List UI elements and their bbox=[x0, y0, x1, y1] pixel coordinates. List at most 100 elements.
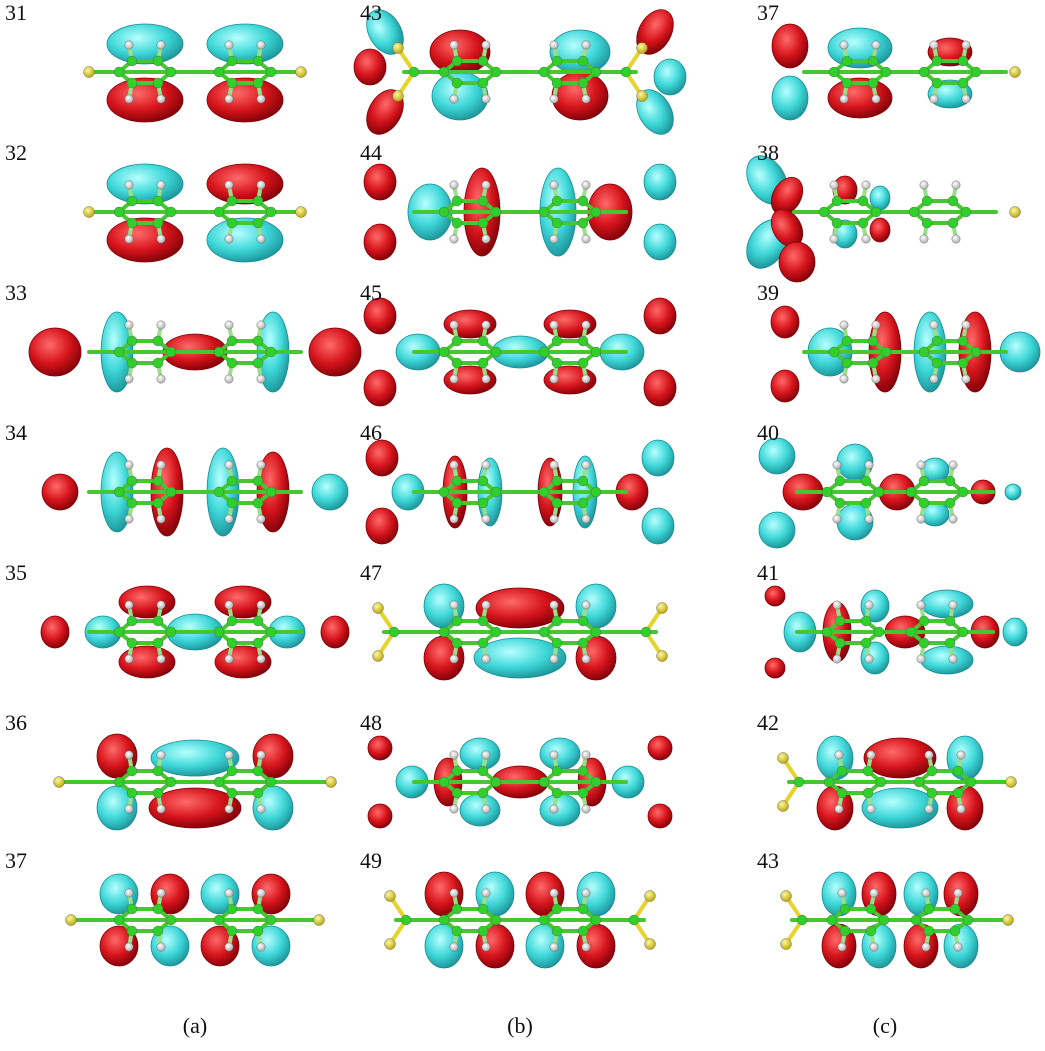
carbon-atom bbox=[408, 66, 420, 78]
carbon-atom bbox=[918, 497, 930, 509]
carbon-atom bbox=[875, 776, 887, 788]
carbon-atom bbox=[152, 357, 164, 369]
carbon-atom bbox=[126, 925, 138, 937]
hydrogen-atom bbox=[581, 514, 591, 524]
sulfur-atom bbox=[644, 938, 656, 950]
hydrogen-atom bbox=[916, 600, 926, 610]
hydrogen-atom bbox=[256, 234, 266, 244]
orbital-c-41: 41 bbox=[757, 560, 1028, 679]
carbon-atom bbox=[828, 66, 840, 78]
hydrogen-atom bbox=[581, 374, 591, 384]
carbon-atom bbox=[841, 335, 853, 347]
carbon-atom bbox=[226, 217, 238, 229]
orbital-lobe-negative bbox=[764, 657, 786, 679]
carbon-atom bbox=[538, 486, 550, 498]
hydrogen-atom bbox=[916, 654, 926, 664]
carbon-atom bbox=[226, 357, 238, 369]
carbon-atom bbox=[252, 55, 264, 67]
carbon-atom bbox=[126, 77, 138, 89]
hydrogen-atom bbox=[224, 320, 234, 330]
carbon-atom bbox=[590, 626, 602, 638]
orbital-lobe-negative bbox=[643, 297, 677, 335]
carbon-atom bbox=[252, 765, 264, 777]
carbon-atom bbox=[451, 787, 463, 799]
carbon-atom bbox=[620, 66, 632, 78]
carbon-atom bbox=[870, 206, 882, 218]
hydrogen-atom bbox=[224, 654, 234, 664]
sulfur-atom bbox=[636, 90, 648, 102]
hydrogen-atom bbox=[581, 94, 591, 104]
carbon-atom bbox=[577, 217, 589, 229]
sulfur-atom bbox=[656, 602, 668, 614]
orbital-label: 39 bbox=[757, 280, 779, 305]
orbital-lobe-positive bbox=[150, 739, 240, 777]
hydrogen-atom bbox=[951, 180, 961, 190]
hydrogen-atom bbox=[156, 888, 166, 898]
orbital-label: 49 bbox=[360, 848, 382, 873]
orbital-lobe-negative bbox=[99, 925, 139, 967]
carbon-atom bbox=[213, 486, 225, 498]
carbon-atom bbox=[577, 765, 589, 777]
carbon-atom bbox=[926, 765, 938, 777]
hydrogen-atom bbox=[449, 94, 459, 104]
sulfur-atom bbox=[780, 890, 792, 902]
carbon-atom bbox=[923, 925, 935, 937]
carbon-atom bbox=[865, 925, 877, 937]
carbon-atom bbox=[477, 77, 489, 89]
orbital-lobe-negative bbox=[308, 327, 362, 377]
hydrogen-atom bbox=[481, 40, 491, 50]
hydrogen-atom bbox=[549, 804, 559, 814]
hydrogen-atom bbox=[871, 374, 881, 384]
sulfur-atom bbox=[325, 776, 337, 788]
hydrogen-atom bbox=[581, 40, 591, 50]
carbon-atom bbox=[862, 787, 874, 799]
carbon-atom bbox=[152, 787, 164, 799]
carbon-atom bbox=[841, 357, 853, 369]
carbon-atom bbox=[226, 903, 238, 915]
hydrogen-atom bbox=[864, 654, 874, 664]
carbon-atom bbox=[793, 776, 805, 788]
hydrogen-atom bbox=[449, 180, 459, 190]
hydrogen-atom bbox=[921, 888, 931, 898]
sulfur-atom bbox=[384, 890, 396, 902]
orbital-label: 34 bbox=[5, 420, 27, 445]
carbon-atom bbox=[551, 475, 563, 487]
carbon-atom bbox=[152, 77, 164, 89]
hydrogen-atom bbox=[256, 514, 266, 524]
carbon-atom bbox=[860, 637, 872, 649]
hydrogen-atom bbox=[449, 514, 459, 524]
carbon-atom bbox=[252, 77, 264, 89]
carbon-atom bbox=[451, 637, 463, 649]
carbon-atom bbox=[126, 357, 138, 369]
carbon-atom bbox=[926, 787, 938, 799]
carbon-atom bbox=[213, 914, 225, 926]
hydrogen-atom bbox=[832, 654, 842, 664]
orbital-lobe-negative bbox=[429, 29, 491, 75]
carbon-atom bbox=[477, 55, 489, 67]
carbon-atom bbox=[538, 206, 550, 218]
hydrogen-atom bbox=[481, 600, 491, 610]
hydrogen-atom bbox=[449, 320, 459, 330]
hydrogen-atom bbox=[929, 374, 939, 384]
carbon-atom bbox=[821, 486, 833, 498]
orbital-lobe-negative bbox=[106, 217, 184, 263]
hydrogen-atom bbox=[916, 514, 926, 524]
carbon-atom bbox=[960, 206, 972, 218]
carbon-atom bbox=[836, 787, 848, 799]
carbon-atom bbox=[970, 66, 982, 78]
carbon-atom bbox=[826, 914, 838, 926]
hydrogen-atom bbox=[961, 374, 971, 384]
orbital-b-43: 43 bbox=[353, 0, 687, 135]
orbital-a-34: 34 bbox=[5, 420, 349, 537]
carbon-atom bbox=[577, 195, 589, 207]
hydrogen-atom bbox=[549, 888, 559, 898]
carbon-atom bbox=[862, 765, 874, 777]
carbon-atom bbox=[918, 346, 930, 358]
carbon-atom bbox=[551, 77, 563, 89]
orbital-lobe-negative bbox=[827, 77, 893, 119]
carbon-atom bbox=[551, 637, 563, 649]
carbon-atom bbox=[860, 497, 872, 509]
carbon-atom bbox=[952, 787, 964, 799]
carbon-atom bbox=[590, 66, 602, 78]
hydrogen-atom bbox=[224, 804, 234, 814]
